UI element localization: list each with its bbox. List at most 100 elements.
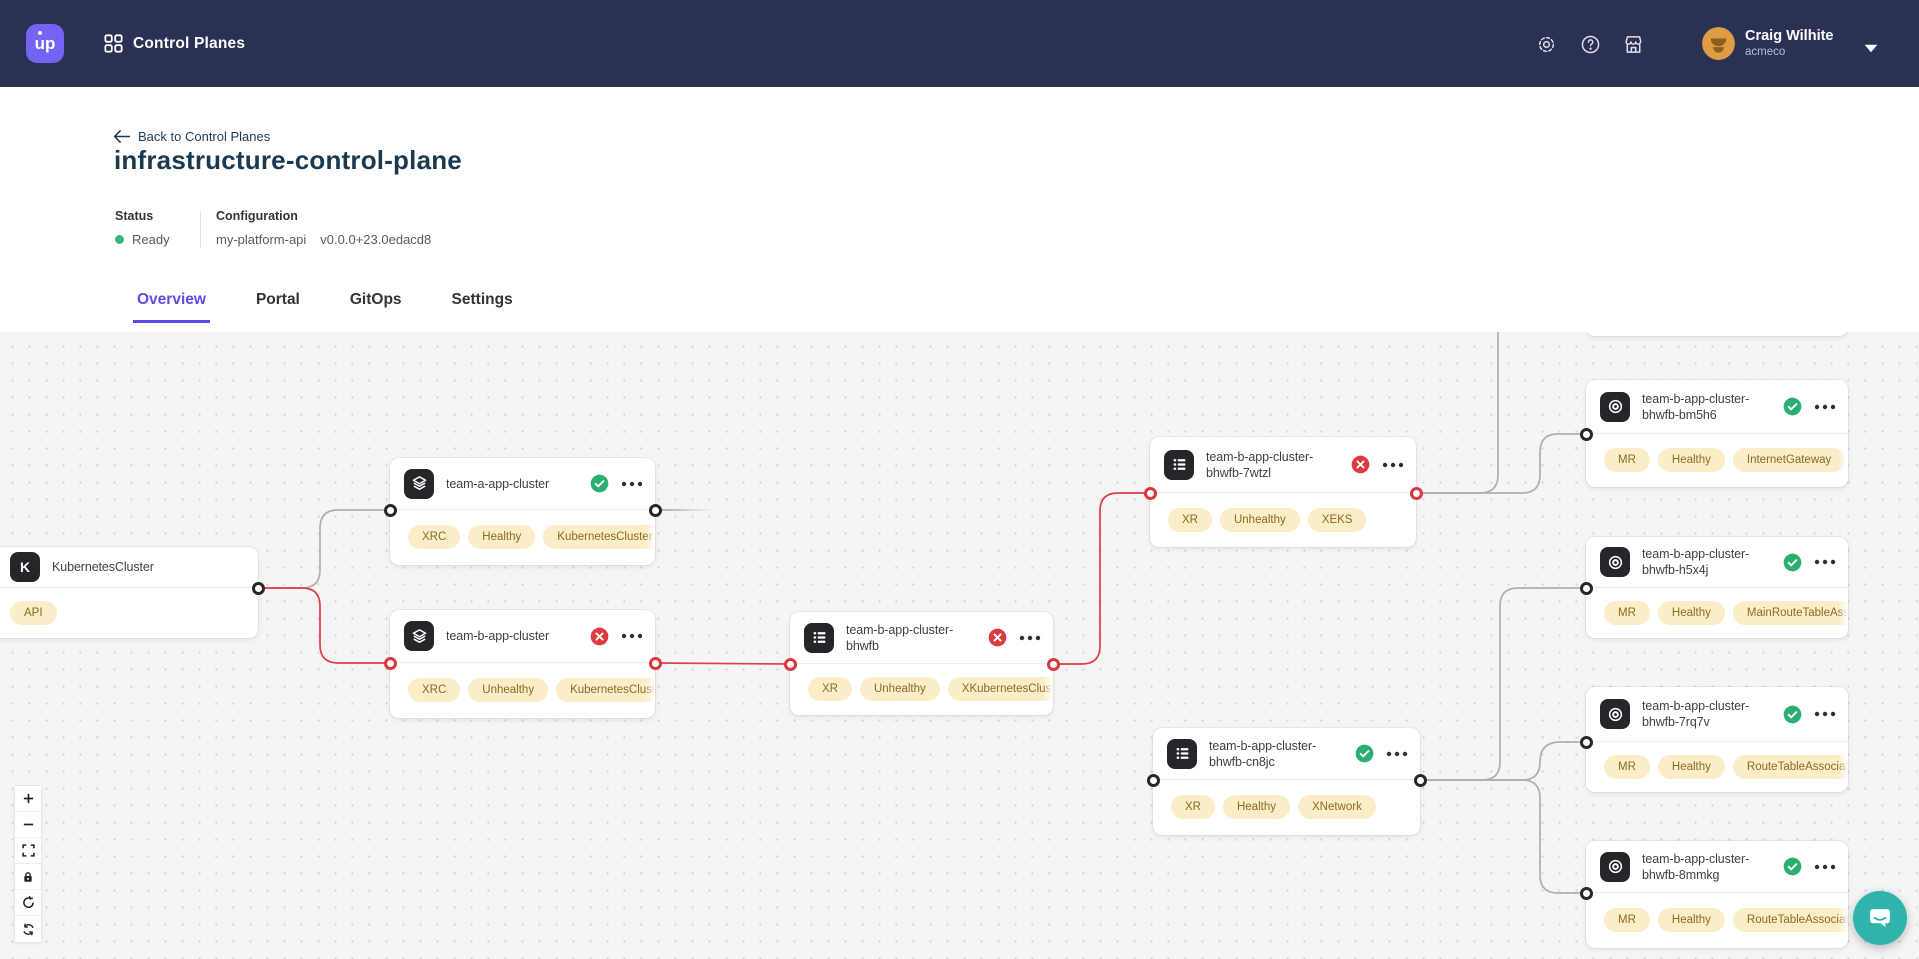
tab-overview[interactable]: Overview	[133, 291, 210, 323]
badge-unhealthy: Unhealthy	[1219, 507, 1300, 532]
target-icon	[1600, 391, 1630, 422]
edge-cn8jc-to-h5x4j	[1420, 587, 1586, 781]
chat-button[interactable]	[1853, 891, 1907, 945]
configuration-label: Configuration	[216, 209, 298, 223]
badge-healthy: Healthy	[1657, 908, 1725, 932]
grid-icon	[104, 34, 123, 58]
node-menu-button[interactable]	[621, 477, 643, 491]
left-handle[interactable]	[783, 657, 797, 671]
right-handle[interactable]	[648, 503, 662, 517]
user-avatar[interactable]	[1702, 27, 1735, 60]
tab-settings[interactable]: Settings	[451, 291, 513, 308]
chevron-down-icon[interactable]	[1864, 40, 1878, 58]
status-block: Status Ready	[115, 209, 170, 247]
back-link[interactable]: Back to Control Planes	[113, 129, 270, 144]
right-handle[interactable]	[1046, 657, 1060, 671]
left-handle[interactable]	[383, 503, 397, 517]
lock-button[interactable]	[15, 864, 41, 890]
node-clipped-top[interactable]	[1586, 332, 1848, 336]
right-handle[interactable]	[648, 656, 662, 670]
left-handle[interactable]	[1579, 886, 1593, 900]
zoom-controls	[14, 785, 42, 943]
node-label: team-b-app-cluster-bhwfb	[846, 622, 954, 653]
marketplace-icon[interactable]	[1622, 33, 1645, 61]
badge-xr: XR	[1168, 507, 1212, 532]
rows-icon	[1164, 449, 1194, 480]
status-ready-dot	[115, 235, 124, 244]
tab-gitops[interactable]: GitOps	[349, 291, 402, 308]
badge-xeks: XEKS	[1307, 507, 1367, 532]
target-icon	[1600, 851, 1630, 882]
right-handle[interactable]	[251, 581, 265, 595]
node-menu-button[interactable]	[621, 629, 643, 643]
node-badge-row: XR Unhealthy XEKS	[1150, 493, 1416, 546]
right-handle[interactable]	[1409, 486, 1423, 500]
left-handle[interactable]	[383, 656, 397, 670]
meta-divider	[200, 211, 201, 249]
target-icon	[1600, 699, 1630, 729]
badge-internetgateway: InternetGateway	[1732, 448, 1846, 472]
left-handle[interactable]	[1579, 581, 1593, 595]
check-circle-icon	[590, 474, 609, 493]
node-menu-button[interactable]	[1382, 458, 1404, 472]
node-header: team-b-app-cluster-bhwfb-cn8jc	[1153, 728, 1420, 780]
right-handle[interactable]	[1413, 773, 1427, 787]
node-menu-button[interactable]	[1814, 707, 1836, 721]
node-menu-button[interactable]	[1386, 747, 1408, 761]
logo-dot	[38, 31, 42, 35]
arrow-left-icon	[113, 130, 130, 143]
left-handle[interactable]	[1146, 773, 1160, 787]
check-circle-icon	[1355, 744, 1374, 763]
node-menu-button[interactable]	[1814, 555, 1836, 569]
left-handle[interactable]	[1143, 486, 1157, 500]
node-badge-row: MRHealthyMainRouteTableAssociation	[1586, 588, 1848, 637]
upbound-logo[interactable]: up	[26, 24, 64, 63]
node-menu-button[interactable]	[1814, 860, 1836, 874]
configuration-block: Configuration my-platform-api v0.0.0+23.…	[216, 209, 431, 247]
tab-bar: Overview Portal GitOps Settings	[133, 291, 517, 323]
node-menu-button[interactable]	[1019, 631, 1041, 645]
settings-gear-icon[interactable]	[1536, 34, 1557, 60]
node-header: team-b-app-cluster-bhwfb	[790, 612, 1053, 664]
badge-healthy: Healthy	[1657, 600, 1725, 625]
page-title: Control Planes	[133, 35, 246, 52]
badge-healthy: Healthy	[1657, 448, 1725, 472]
zoom-in-button[interactable]	[15, 786, 41, 812]
badge-xrc: XRC	[408, 678, 461, 702]
edge-7wtzl-up-offscreen	[1416, 332, 1499, 494]
sync-button[interactable]	[15, 916, 41, 942]
node-menu-button[interactable]	[1814, 400, 1836, 414]
node-header: team-b-app-cluster-bhwfb-8mmkg	[1586, 841, 1848, 893]
node-header: team-b-app-cluster-bhwfb-7wtzl	[1150, 437, 1416, 493]
edge-7wtzl-to-bm5h6	[1416, 433, 1586, 494]
status-label: Status	[115, 209, 154, 223]
help-icon[interactable]	[1580, 34, 1601, 60]
zoom-out-button[interactable]	[15, 812, 41, 838]
badge-kubernetescluster: KubernetesCluster	[556, 678, 655, 702]
badge-unhealthy: Unhealthy	[468, 678, 549, 702]
rotate-button[interactable]	[15, 890, 41, 916]
rows-icon	[1167, 738, 1197, 769]
fit-view-button[interactable]	[15, 838, 41, 864]
left-handle[interactable]	[1579, 427, 1593, 441]
target-icon	[1600, 547, 1630, 577]
edge-cn8jc-to-7rq7v	[1420, 741, 1586, 781]
left-handle[interactable]	[1579, 735, 1593, 749]
tab-portal[interactable]: Portal	[255, 291, 300, 308]
user-menu[interactable]: Craig Wilhite acmeco	[1745, 28, 1834, 58]
top-navbar: up Control Planes Craig Wilhite acmeco	[0, 0, 1919, 87]
